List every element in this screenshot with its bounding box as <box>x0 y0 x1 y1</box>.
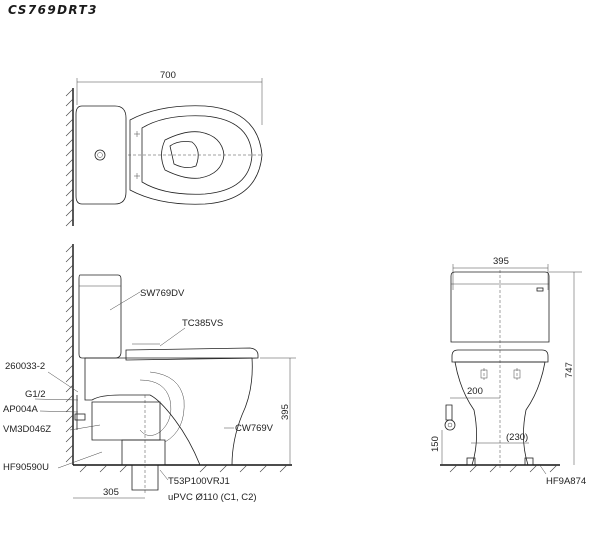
top-view: 700 <box>65 70 263 227</box>
front-left-bolt <box>466 457 476 466</box>
label-tank: SW769DV <box>140 288 185 299</box>
label-seat: TC385VS <box>182 318 223 329</box>
front-dim-150: 150 <box>430 436 441 452</box>
side-view: 395 305 SW769DV TC385VS 260033-2 G1/2 AP… <box>3 244 296 503</box>
label-part-260033: 260033-2 <box>5 361 45 372</box>
model-title: CS769DRT3 <box>8 3 98 17</box>
front-dim-747: 747 <box>564 362 575 378</box>
front-tank <box>450 271 550 343</box>
label-part-ap004a: AP004A <box>3 404 39 415</box>
front-seat <box>451 349 549 363</box>
top-bowl-outline <box>129 105 263 205</box>
side-wall-hatch <box>65 244 74 463</box>
label-part-vm3d046z: VM3D046Z <box>3 424 51 435</box>
front-supply-valve <box>445 404 453 421</box>
label-part-hf90590u: HF90590U <box>3 462 49 473</box>
label-bowl: CW769V <box>235 423 274 434</box>
top-bowl-well <box>161 131 225 179</box>
label-part-hf9a874: HF9A874 <box>546 476 586 487</box>
label-part-g12: G1/2 <box>25 389 46 400</box>
top-bowl-outlet <box>169 141 199 168</box>
top-dim-700: 700 <box>160 70 176 81</box>
top-tank <box>75 105 127 205</box>
side-trapway <box>139 379 172 436</box>
front-view: 395 747 200 150 (230) HF9 <box>430 256 586 487</box>
label-adapter: T53P100VRJ1 <box>168 476 230 487</box>
side-tank <box>78 274 122 359</box>
front-floor-hatch <box>449 464 558 473</box>
side-seat <box>125 347 259 361</box>
top-wall-hatch <box>65 88 74 227</box>
label-pipe: uPVC Ø110 (C1, C2) <box>168 492 257 503</box>
side-dim-395: 395 <box>280 404 291 420</box>
front-dim-200: 200 <box>467 386 483 397</box>
side-floor-hatch <box>79 464 288 473</box>
side-base <box>91 401 161 441</box>
side-dim-305: 305 <box>103 487 119 498</box>
flush-button-icon <box>94 149 106 161</box>
front-dim-230: (230) <box>506 432 528 443</box>
front-dim-395: 395 <box>493 256 509 267</box>
top-bowl-rim <box>141 115 253 195</box>
side-bowl <box>84 357 253 466</box>
front-right-bolt <box>524 457 534 466</box>
side-pipe <box>131 464 159 491</box>
